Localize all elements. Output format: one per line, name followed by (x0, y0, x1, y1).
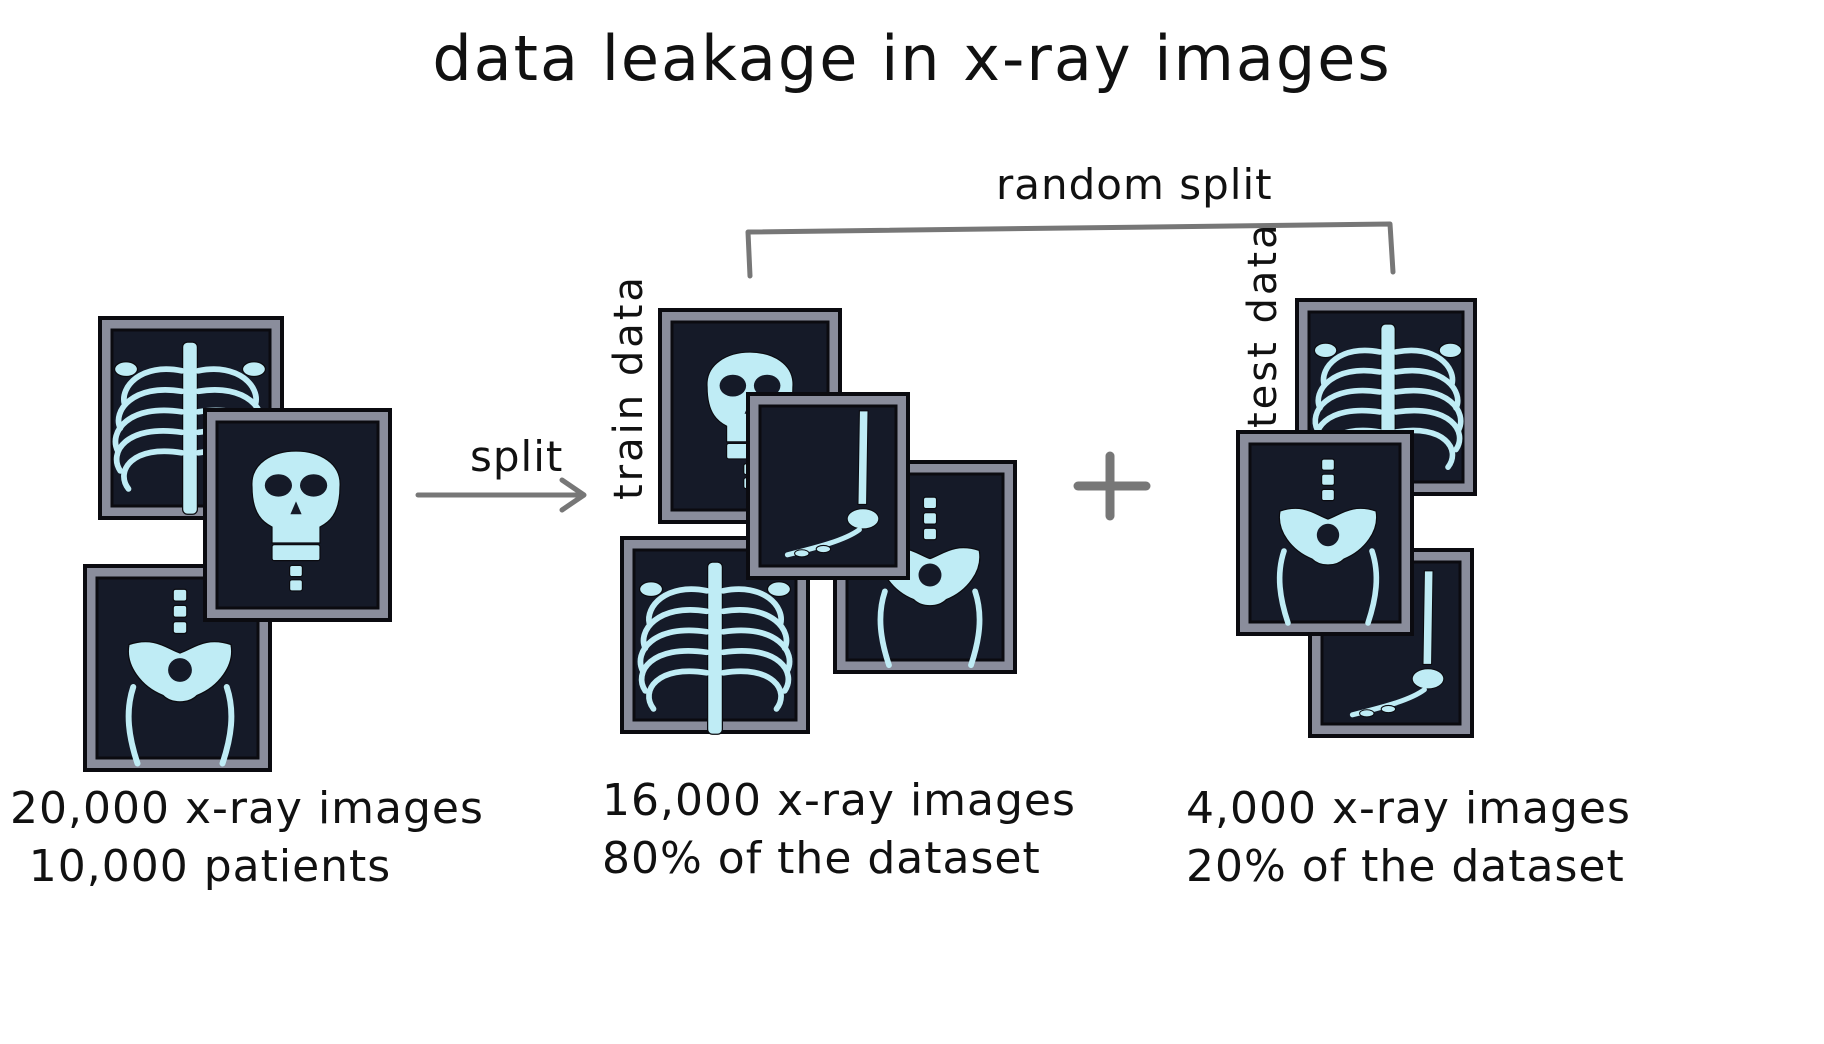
xray-skull-card (203, 408, 392, 622)
train-images (620, 308, 1017, 734)
full-caption-line2: 10,000 patients (28, 841, 392, 892)
split-arrow (415, 477, 587, 513)
test-caption: 4,000 x-ray images 20% of the dataset (1186, 780, 1631, 896)
full-dataset-images (83, 316, 392, 772)
train-caption: 16,000 x-ray images 80% of the dataset (602, 772, 1076, 888)
test-caption-line1: 4,000 x-ray images (1186, 783, 1631, 834)
train-caption-line2: 80% of the dataset (602, 833, 1041, 884)
test-images (1236, 298, 1477, 738)
full-dataset-caption: 20,000 x-ray images 10,000 patients (10, 780, 484, 896)
plus-sign (1073, 451, 1151, 521)
test-caption-line2: 20% of the dataset (1186, 841, 1625, 892)
test-pelvis-card (1236, 430, 1414, 636)
train-data-label: train data (606, 274, 652, 500)
diagram-title: data leakage in x-ray images (432, 22, 1392, 95)
random-split-label: random split (996, 160, 1273, 209)
split-arrow-label: split (470, 432, 564, 481)
full-caption-line1: 20,000 x-ray images (10, 783, 484, 834)
random-split-bracket (745, 221, 1396, 279)
test-data-label: test data (1240, 221, 1286, 428)
train-caption-line1: 16,000 x-ray images (602, 775, 1076, 826)
train-foot-card (746, 392, 910, 580)
